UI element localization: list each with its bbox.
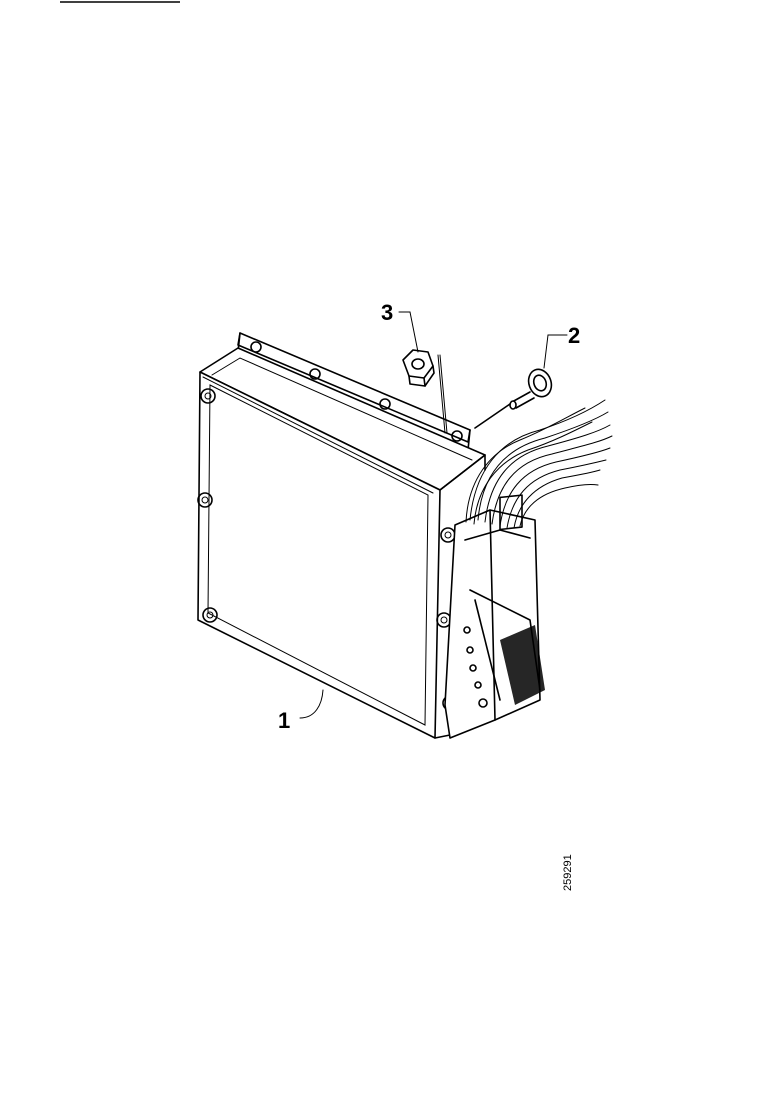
callout-number-1: 1	[278, 708, 290, 733]
cover-screw	[440, 527, 456, 543]
callout-number-2: 2	[568, 323, 580, 348]
wiring-connector	[444, 494, 545, 739]
screw-part-2	[474, 368, 553, 429]
callout-number-3: 3	[381, 300, 393, 325]
cover-screw	[197, 492, 213, 508]
figure-reference-number: 259291	[562, 854, 574, 891]
leader-line-3	[398, 311, 419, 353]
nut-part-3	[402, 349, 435, 387]
leader-line-1	[299, 689, 324, 719]
assembly-line	[437, 354, 446, 434]
assembly-line	[439, 354, 448, 434]
wire-harness	[465, 399, 613, 529]
cover-screw	[202, 607, 218, 623]
control-unit	[197, 332, 486, 739]
leader-line-2	[543, 334, 568, 369]
cover-screw	[200, 388, 216, 404]
